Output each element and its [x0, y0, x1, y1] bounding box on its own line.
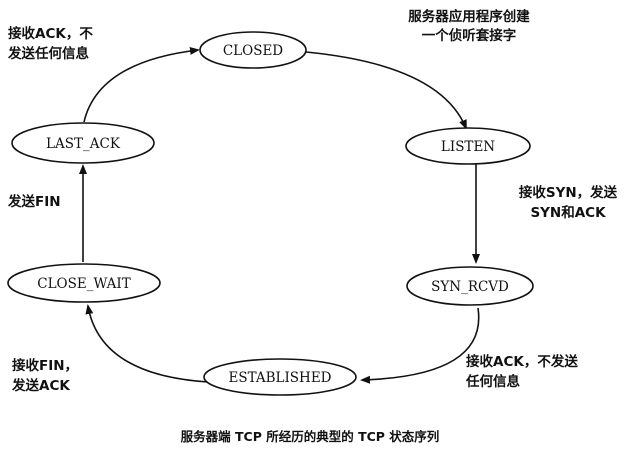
state-listen-label: LISTEN: [441, 139, 495, 155]
label-create-socket-line1: 服务器应用程序创建: [408, 8, 530, 25]
state-closed: CLOSED: [199, 31, 307, 69]
state-last-ack: LAST_ACK: [11, 122, 155, 164]
label-recv-fin-line1: 接收FIN，: [12, 357, 78, 374]
state-close-wait-label: CLOSE_WAIT: [37, 276, 131, 292]
label-send-fin-text: 发送FIN: [7, 193, 61, 210]
label-recv-syn: 接收SYN，发送 SYN和ACK: [519, 184, 618, 221]
label-recv-ack-established-line2: 任何信息: [465, 373, 520, 390]
label-recv-ack-established: 接收ACK，不发送 任何信息: [465, 353, 578, 390]
label-recv-ack-closed-line1: 接收ACK，不: [8, 25, 93, 42]
label-create-socket: 服务器应用程序创建 一个侦听套接字: [408, 8, 530, 44]
state-last-ack-label: LAST_ACK: [46, 136, 121, 152]
state-established: ESTABLISHED: [203, 358, 357, 396]
label-recv-syn-line2: SYN和ACK: [530, 205, 606, 221]
state-closed-label: CLOSED: [223, 43, 283, 59]
label-recv-syn-line1: 接收SYN，发送: [519, 184, 618, 201]
arrow-syn-rcvd-to-established: [360, 307, 480, 384]
arrow-last-ack-to-closed: [83, 46, 200, 123]
state-close-wait: CLOSE_WAIT: [7, 263, 161, 303]
state-established-label: ESTABLISHED: [228, 370, 331, 386]
state-syn-rcvd-label: SYN_RCVD: [431, 279, 509, 295]
label-recv-fin-line2: 发送ACK: [11, 377, 70, 394]
arrow-closed-to-listen: [305, 51, 467, 130]
state-listen: LISTEN: [405, 127, 531, 165]
label-recv-ack-established-line1: 接收ACK，不发送: [466, 353, 578, 370]
label-recv-ack-closed-line2: 发送任何信息: [7, 45, 89, 62]
diagram-caption: 服务器端 TCP 所经历的典型的 TCP 状态序列: [181, 429, 440, 444]
state-syn-rcvd: SYN_RCVD: [406, 266, 534, 306]
label-create-socket-line2: 一个侦听套接字: [422, 27, 517, 44]
arrow-established-to-close-wait: [85, 304, 209, 383]
label-recv-fin: 接收FIN， 发送ACK: [11, 357, 78, 394]
label-send-fin: 发送FIN: [7, 193, 61, 210]
label-recv-ack-closed: 接收ACK，不 发送任何信息: [7, 25, 93, 62]
